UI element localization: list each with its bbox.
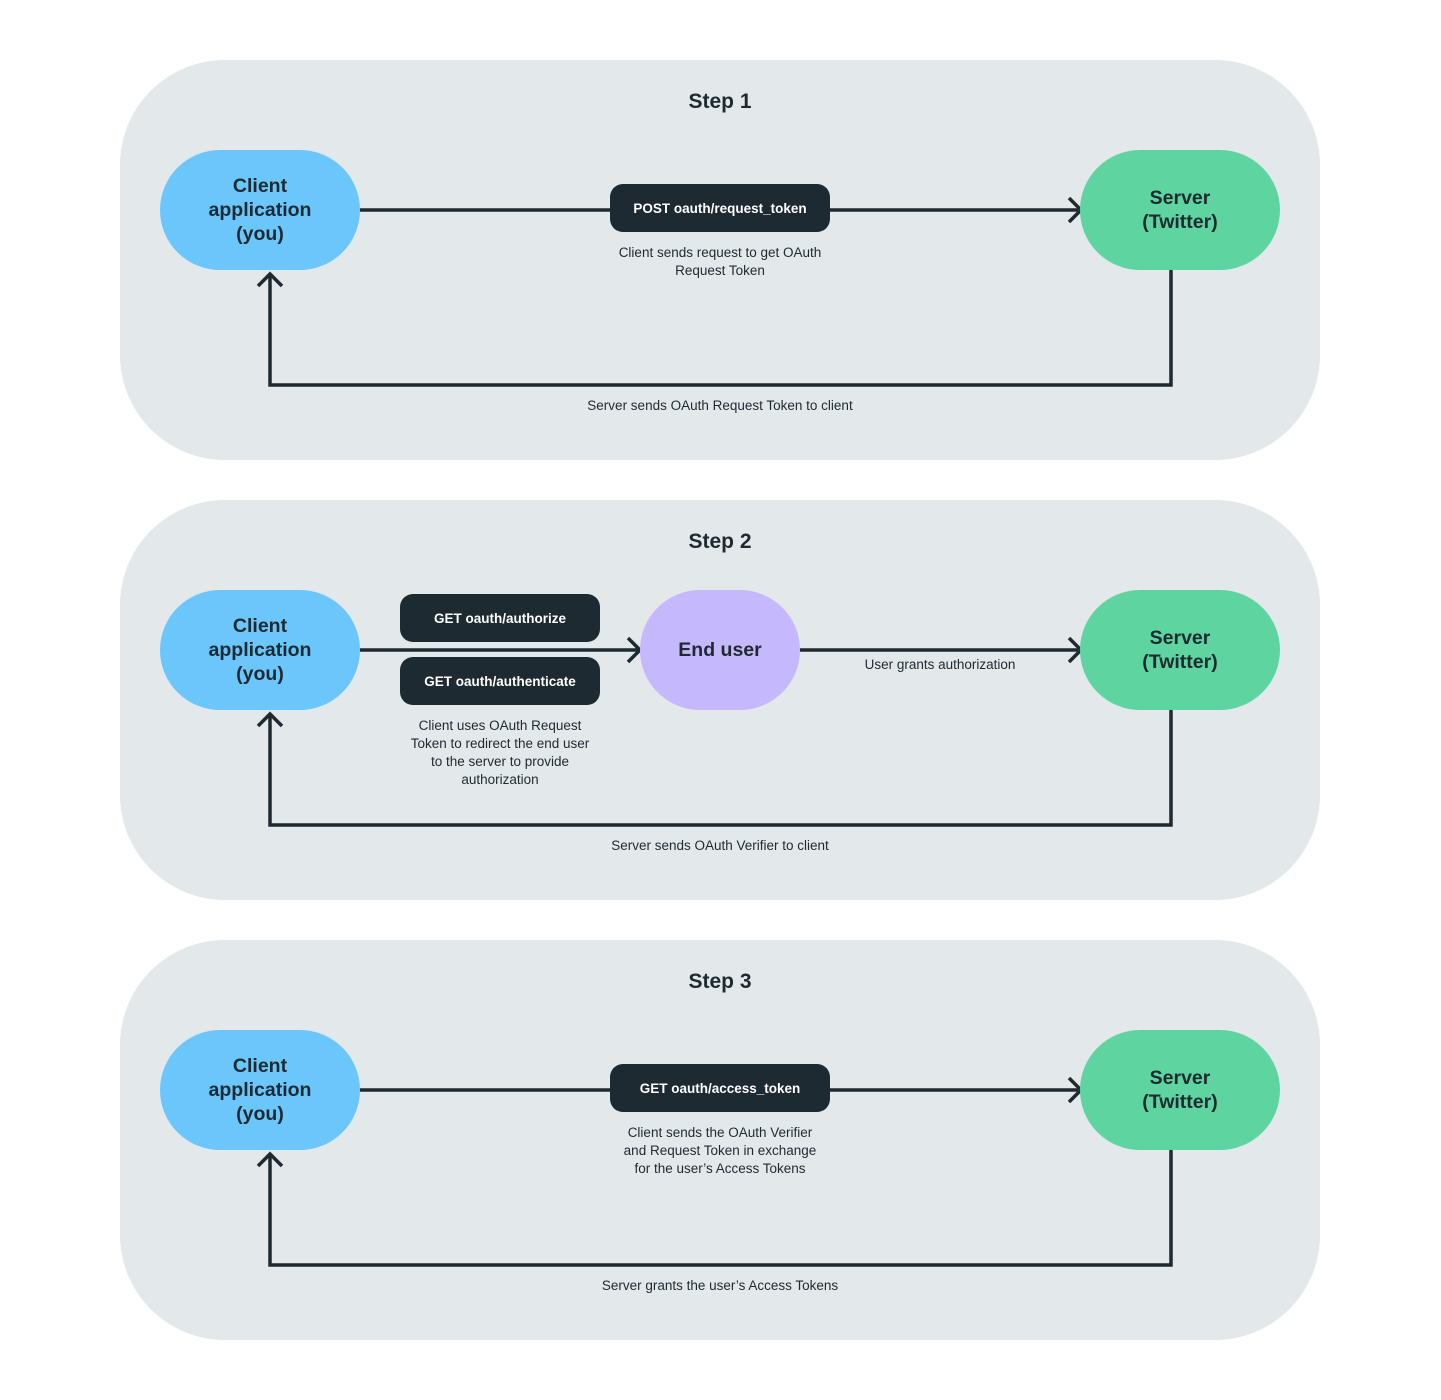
- step-title: Step 1: [688, 90, 752, 113]
- server-twitter-node: Server (Twitter): [1080, 1030, 1280, 1150]
- request-caption: Client sends request to get OAuth Reques…: [618, 245, 822, 278]
- access-token-pill: GET oauth/access_token: [610, 1064, 830, 1112]
- client-application-node: Client application (you): [160, 1030, 360, 1150]
- step-title: Step 3: [688, 970, 752, 993]
- redirect-caption: Client uses OAuth Request Token to redir…: [410, 718, 590, 787]
- client-application-node: Client application (you): [160, 590, 360, 710]
- return-caption: Server sends OAuth Request Token to clie…: [587, 398, 853, 413]
- return-arrow-head: [256, 271, 284, 288]
- step-1-panel: Step 1 Client application (you) Server (…: [120, 60, 1320, 460]
- server-twitter-node: Server (Twitter): [1080, 150, 1280, 270]
- step-2-panel: Step 2 Client application (you) End user…: [120, 500, 1320, 900]
- request-caption: Client sends the OAuth Verifier and Requ…: [623, 1125, 817, 1176]
- return-arrow-line: [268, 270, 1173, 387]
- return-caption: Server sends OAuth Verifier to client: [611, 838, 829, 853]
- grant-caption: User grants authorization: [864, 657, 1016, 672]
- step-title: Step 2: [688, 530, 752, 553]
- client-application-node: Client application (you): [160, 150, 360, 270]
- end-user-node: End user: [640, 590, 800, 710]
- authorize-pill: GET oauth/authorize: [400, 594, 600, 642]
- return-arrow-head: [256, 711, 284, 728]
- step-3-panel: Step 3 Client application (you) Server (…: [120, 940, 1320, 1340]
- return-arrow-line: [268, 1150, 1173, 1267]
- authenticate-pill: GET oauth/authenticate: [400, 657, 600, 705]
- return-caption: Server grants the user’s Access Tokens: [601, 1278, 839, 1293]
- server-twitter-node: Server (Twitter): [1080, 590, 1280, 710]
- return-arrow-line: [268, 710, 1173, 827]
- return-arrow-head: [256, 1151, 284, 1168]
- request-token-pill: POST oauth/request_token: [610, 184, 830, 232]
